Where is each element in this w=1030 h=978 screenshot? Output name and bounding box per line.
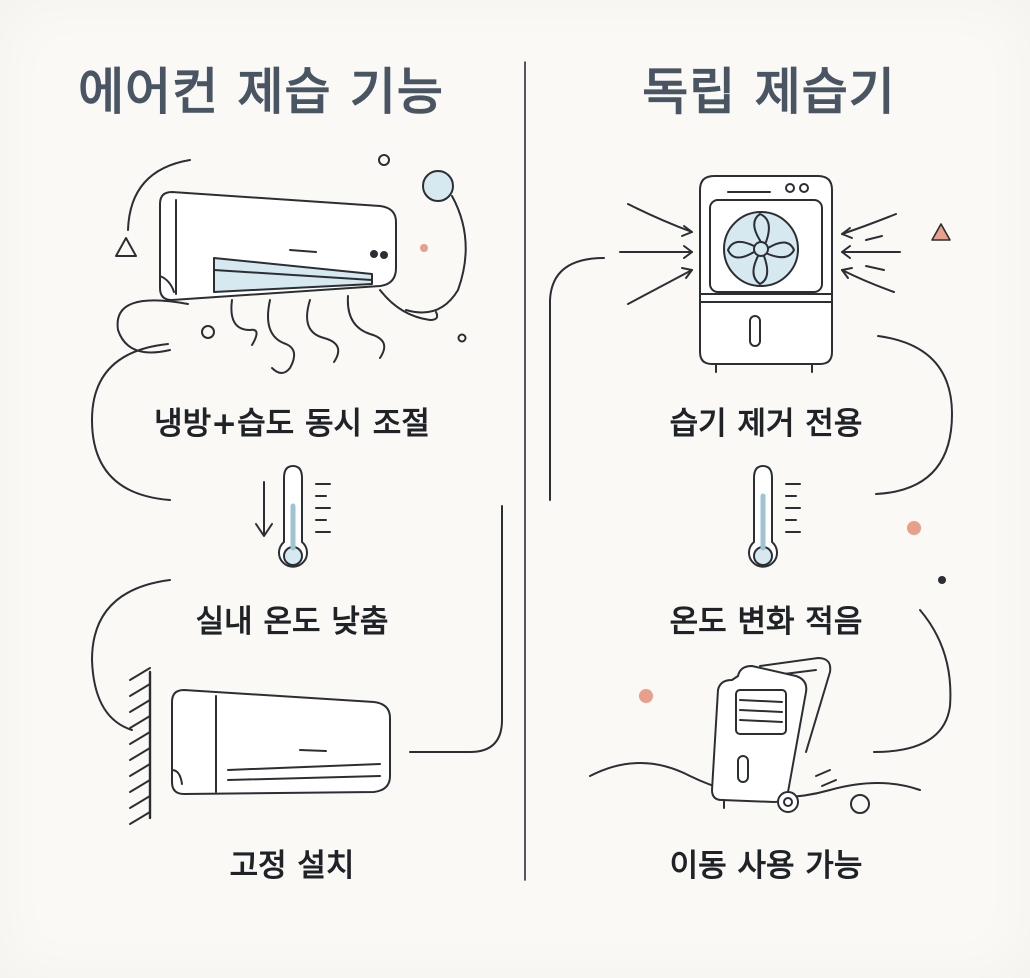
right-flow-curve (549, 257, 605, 501)
wall-ac-unit-icon (159, 191, 397, 301)
dot-icon (378, 154, 390, 166)
left-decor-swirl-2 (116, 299, 189, 354)
right-panel-title: 독립 제습기 (642, 63, 896, 121)
left-feature-label: 냉방+습도 동시 조절 (154, 406, 430, 442)
left-decor-swirl-3 (405, 195, 467, 314)
right-feature-label: 습기 제거 전용 (669, 406, 863, 442)
dark-dot-icon (938, 576, 946, 584)
thermometer-low-icon (255, 465, 331, 568)
dot-icon (457, 333, 467, 343)
triangle-icon (115, 237, 137, 257)
left-flow-curve-3 (409, 505, 503, 753)
left-panel-title: 에어컨 제습 기능 (78, 63, 444, 121)
portable-dehumidifier-icon (589, 657, 921, 813)
air-intake-arrows-icon (619, 203, 901, 305)
right-feature-label: 온도 변화 적음 (669, 604, 863, 640)
left-decor-swirl (127, 159, 191, 231)
dehumidifier-icon (699, 175, 833, 373)
left-feature-label: 실내 온도 낮춤 (195, 604, 389, 640)
left-feature-label: 고정 설치 (229, 848, 355, 884)
coral-dot-icon (907, 521, 921, 535)
left-flow-curve-2 (91, 579, 171, 731)
thermometer-stable-icon (748, 465, 801, 568)
right-flow-curve-3 (873, 609, 952, 753)
airflow-lines-icon (230, 289, 439, 374)
left-flow-curve (91, 343, 171, 501)
dot-icon (850, 794, 870, 814)
wall-mounted-ac-icon (129, 667, 391, 825)
triangle-icon (931, 223, 951, 241)
right-feature-label: 이동 사용 가능 (669, 848, 863, 884)
bubble-icon (422, 170, 454, 202)
coral-dot-icon (639, 689, 653, 703)
dot-icon (201, 325, 215, 339)
right-flow-curve-2 (875, 335, 953, 495)
coral-dot-icon (420, 244, 428, 252)
